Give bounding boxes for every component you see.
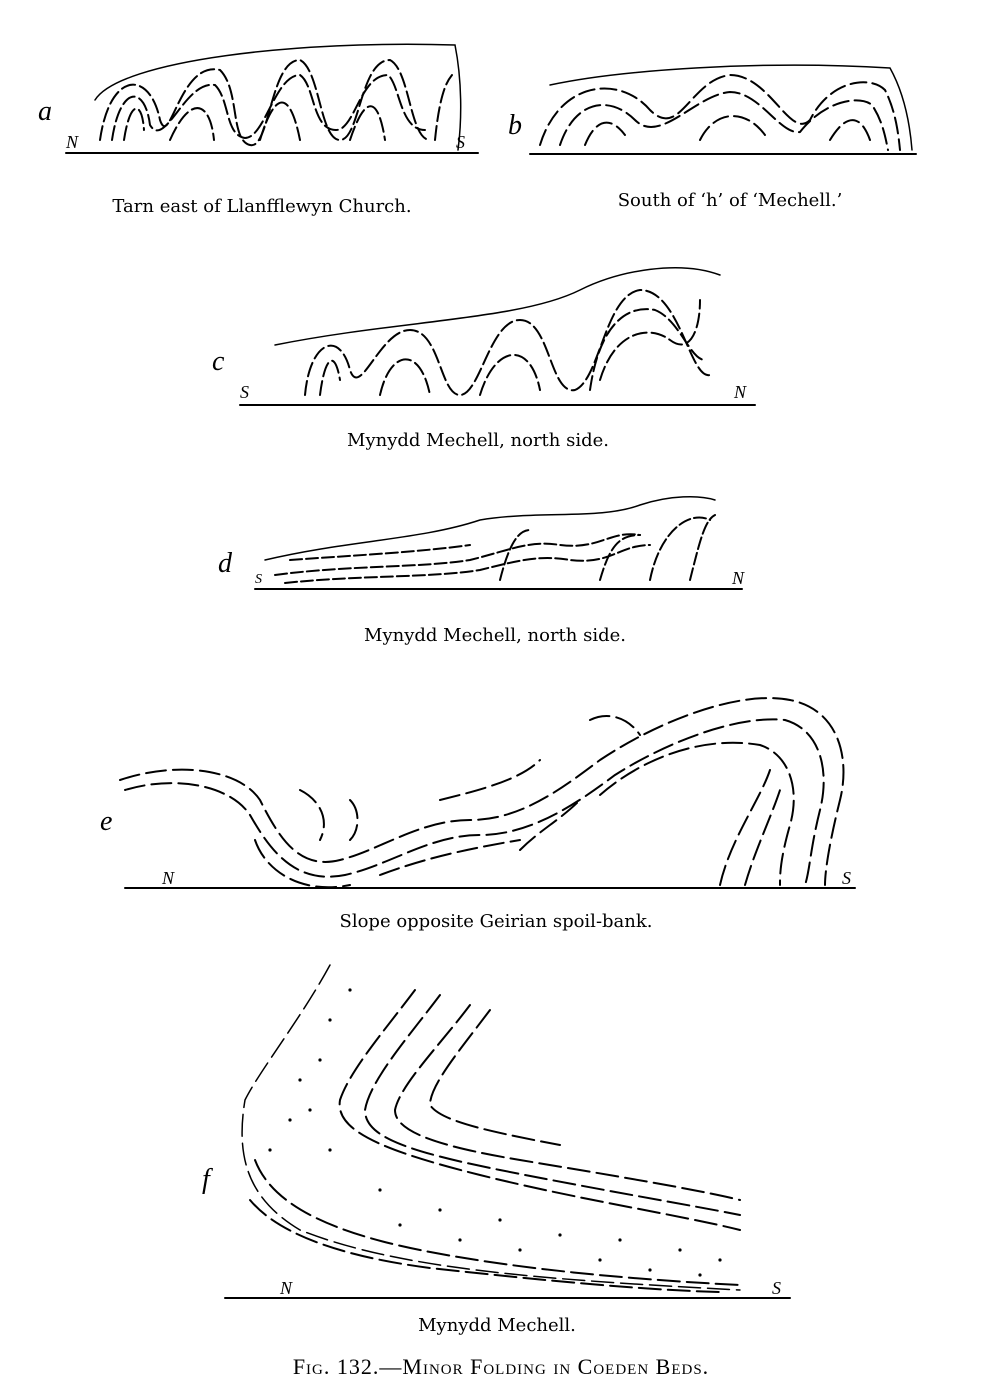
panel-e-caption: Slope opposite Geirian spoil-bank. <box>339 911 653 932</box>
panel-d-sketch <box>254 495 743 590</box>
panel-f-letter: f <box>202 1164 210 1195</box>
panel-e-letter: e <box>100 806 113 837</box>
panel-d-caption: Mynydd Mechell, north side. <box>364 625 626 646</box>
panel-f-caption: Mynydd Mechell. <box>418 1315 576 1336</box>
panel-c-sketch <box>239 267 756 406</box>
panel-c-caption: Mynydd Mechell, north side. <box>347 430 609 451</box>
panel-e-left-direction: N <box>162 868 175 888</box>
panel-a-letter: a <box>38 96 52 127</box>
panel-f-right-direction: S <box>772 1278 781 1298</box>
panel-a-sketch <box>65 43 479 154</box>
panel-d-right-direction: N <box>732 568 745 588</box>
panel-c-letter: c <box>212 346 225 377</box>
panel-e-sketch <box>119 697 856 889</box>
panel-e-right-direction: S <box>842 868 851 888</box>
figure-caption: Fig. 132.—Minor Folding in Coeden Beds. <box>292 1354 710 1379</box>
panel-f-sketch <box>224 964 791 1299</box>
panel-f-dots <box>268 988 722 1277</box>
panel-b-caption: South of ‘h’ of ‘Mechell.’ <box>617 190 843 211</box>
panel-c-left-direction: S <box>240 382 249 402</box>
panel-b-letter: b <box>508 110 522 141</box>
panel-a-caption: Tarn east of Llanfflewyn Church. <box>112 196 412 217</box>
panel-c-right-direction: N <box>734 382 747 402</box>
panel-a-right-direction: S <box>456 132 465 152</box>
panel-a-left-direction: N <box>66 132 79 152</box>
panel-b-sketch <box>529 64 917 155</box>
panel-d-left-direction: S <box>255 572 262 587</box>
panel-d-letter: d <box>218 548 232 579</box>
panel-f-left-direction: N <box>280 1278 293 1298</box>
